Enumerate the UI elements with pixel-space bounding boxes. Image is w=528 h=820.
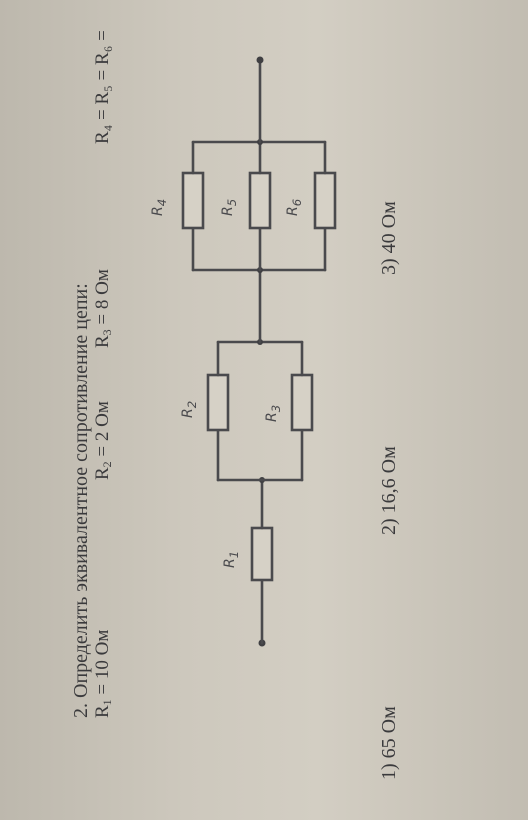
label-r5: R5 xyxy=(220,198,239,216)
resistor-r4 xyxy=(181,171,205,230)
resistor-r2 xyxy=(206,373,230,432)
terminal-right xyxy=(256,56,264,64)
label-r3: R3 xyxy=(264,404,283,422)
resistor-r1 xyxy=(250,526,274,582)
answer-2: 2) 16,6 Ом xyxy=(378,446,400,535)
resistor-r6 xyxy=(313,171,337,230)
resistor-r3 xyxy=(290,373,314,432)
label-r4: R4 xyxy=(150,198,169,216)
label-r6: R6 xyxy=(285,198,304,216)
answer-3: 3) 40 Ом xyxy=(378,201,400,275)
label-r1: R1 xyxy=(222,550,241,568)
label-r2: R2 xyxy=(180,400,199,418)
resistor-r5 xyxy=(248,171,272,230)
answer-1: 1) 65 Ом xyxy=(378,706,400,780)
